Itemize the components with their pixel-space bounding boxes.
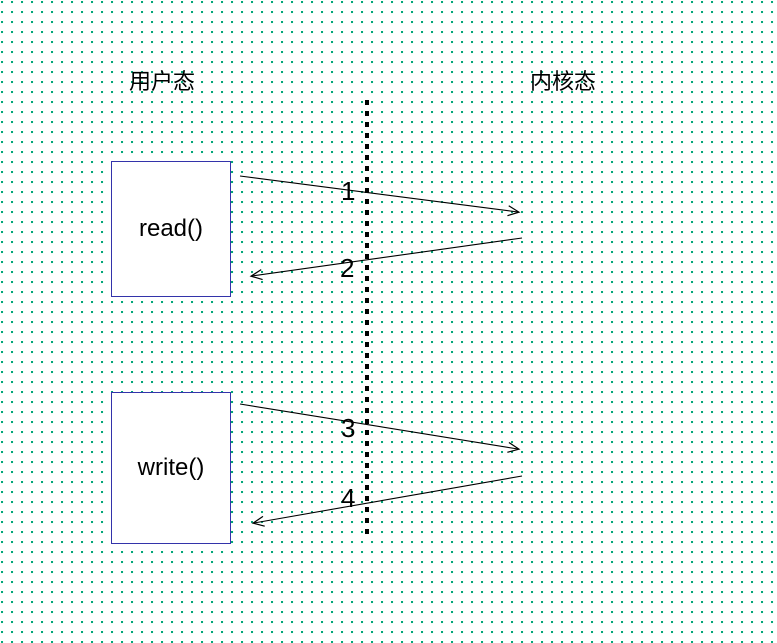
arrow-4-number-label: 4 <box>341 483 356 513</box>
kernel-mode-title: 内核态 <box>530 69 597 94</box>
arrow-1-read-to-kernel <box>239 175 521 217</box>
arrow-4-kernel-to-write <box>251 475 523 527</box>
user-kernel-boundary-dotted-line <box>365 100 369 536</box>
arrow-1-number-label: 1 <box>341 176 356 206</box>
read-call-box[interactable]: read() <box>111 161 231 297</box>
user-mode-title: 用户态 <box>129 69 196 94</box>
read-call-box-label: read() <box>138 215 204 242</box>
write-call-box[interactable]: write() <box>111 392 231 544</box>
arrow-3-write-to-kernel <box>239 403 521 453</box>
arrow-2-kernel-to-read <box>249 237 523 281</box>
arrow-2-number-label: 2 <box>340 253 355 283</box>
arrow-3-number-label: 3 <box>341 413 356 443</box>
write-call-box-label: write() <box>137 454 205 481</box>
